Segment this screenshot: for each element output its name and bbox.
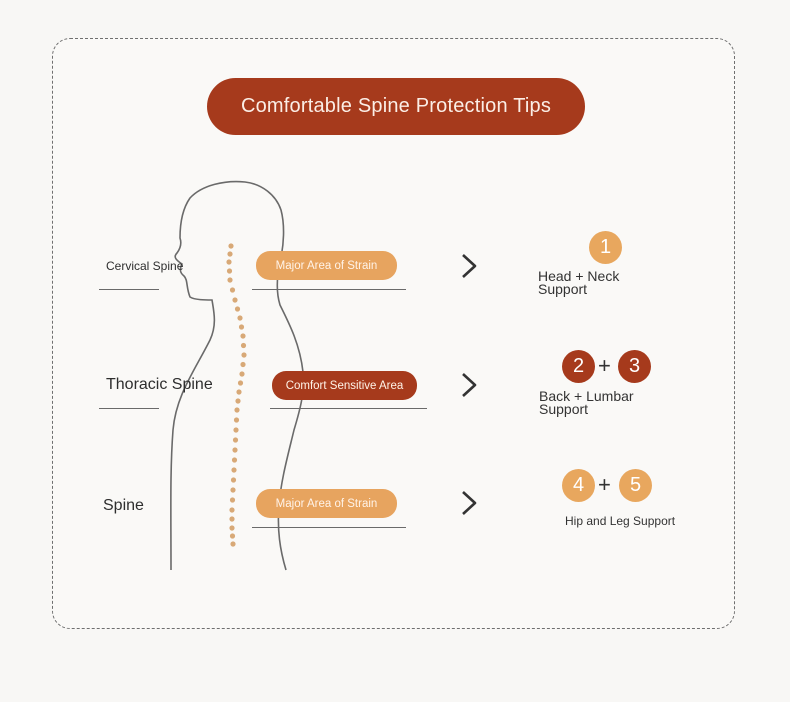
spine-dot <box>230 541 236 547</box>
support-text-3: Hip and Leg Support <box>565 515 675 528</box>
chevron-right-icon <box>462 254 477 278</box>
area-pill-2: Comfort Sensitive Area <box>272 371 417 400</box>
area-pill-1-text: Major Area of Strain <box>275 259 378 272</box>
spine-dot <box>226 259 232 265</box>
region-underline-2 <box>99 408 159 409</box>
step-number-4: 4 <box>562 469 595 502</box>
spine-dot <box>238 324 245 330</box>
support-line: Head + Neck <box>538 268 620 284</box>
area-underline-3 <box>252 527 406 528</box>
step-number-3: 3 <box>618 350 651 383</box>
region-underline-1 <box>99 289 159 290</box>
title-banner: Comfortable Spine Protection Tips <box>207 78 585 135</box>
spine-dot <box>229 287 236 293</box>
spine-dot <box>232 447 238 453</box>
spine-dot <box>241 352 247 358</box>
spine-dot <box>231 457 238 463</box>
spine-dot <box>229 516 235 522</box>
chevron-right-icon <box>462 491 477 515</box>
area-pill-2-text: Comfort Sensitive Area <box>285 379 404 392</box>
spine-dot <box>233 427 239 433</box>
support-text-1: Head + Neck Support <box>538 268 620 297</box>
support-line: Support <box>539 401 589 417</box>
step-number-2: 2 <box>562 350 595 383</box>
spine-dot <box>232 437 239 443</box>
title-text: Comfortable Spine Protection Tips <box>240 95 552 117</box>
spine-dot <box>239 371 245 377</box>
diagram-card <box>52 38 735 629</box>
step-number-5: 5 <box>619 469 652 502</box>
spine-dot <box>229 533 236 539</box>
step-number-1: 1 <box>589 231 622 264</box>
region-label-2: Thoracic Spine <box>106 376 213 393</box>
spine-dot <box>228 243 234 249</box>
spine-dot <box>227 277 233 283</box>
spine-dot <box>237 380 244 386</box>
area-underline-1 <box>252 289 406 290</box>
plus-sign: + <box>598 353 611 378</box>
spine-dot <box>236 389 242 395</box>
spine-dot <box>227 251 233 257</box>
area-pill-3: Major Area of Strain <box>256 489 397 518</box>
support-line: Support <box>538 281 588 297</box>
spine-dot <box>230 487 236 493</box>
region-label-1: Cervical Spine <box>106 259 184 273</box>
spine-dot <box>229 497 236 503</box>
spine-dot <box>232 297 238 303</box>
area-pill-3-text: Major Area of Strain <box>275 497 378 510</box>
spine-dot <box>240 342 247 349</box>
area-pill-1: Major Area of Strain <box>256 251 397 280</box>
spine-dot <box>231 467 237 473</box>
plus-sign: + <box>598 472 611 497</box>
spine-dots <box>226 243 247 547</box>
area-underline-2 <box>270 408 427 409</box>
spine-dot <box>233 417 240 423</box>
spine-dot <box>234 306 241 312</box>
spine-dot <box>237 315 243 321</box>
spine-dot <box>234 407 240 413</box>
chevron-right-icon <box>462 373 477 397</box>
spine-dot <box>226 268 233 274</box>
support-text-2: Back + Lumbar Support <box>539 388 634 417</box>
spine-dot <box>230 477 237 483</box>
spine-dot <box>235 398 241 404</box>
spine-dot <box>240 361 246 368</box>
support-line: Hip and Leg Support <box>565 514 676 528</box>
spine-dot <box>229 525 235 531</box>
region-label-3: Spine <box>103 497 144 514</box>
support-line: Back + Lumbar <box>539 388 634 404</box>
spine-dot <box>229 507 235 513</box>
spine-dot <box>240 333 246 339</box>
